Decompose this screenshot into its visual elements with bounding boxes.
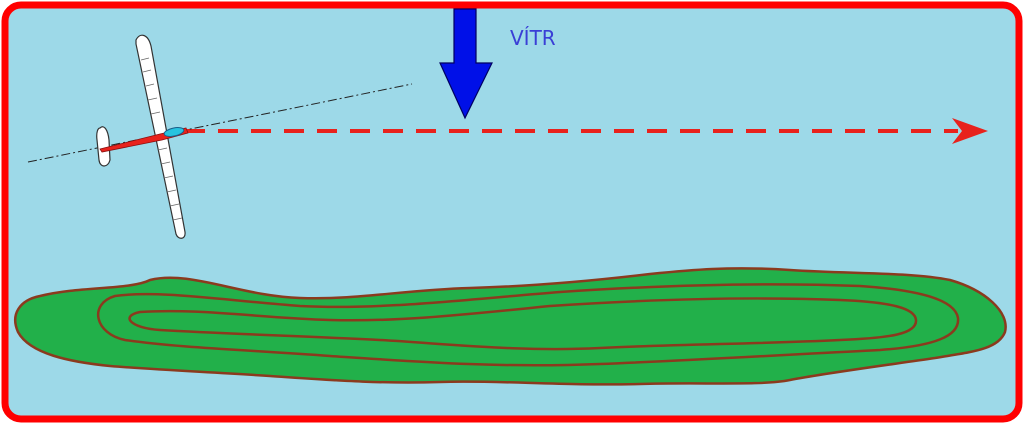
wind-label: VÍTR (510, 26, 556, 50)
wing-ribs (140, 57, 183, 221)
glider-canopy (163, 127, 185, 137)
glider-icon (27, 34, 413, 239)
contour-line-middle (128, 297, 918, 351)
flight-path-arrowhead (952, 118, 988, 144)
glider-axis-line (27, 83, 413, 163)
glider-tail (96, 126, 111, 167)
ridge-hill (14, 267, 1007, 386)
down-arrow-icon (439, 8, 493, 120)
contour-line-outer (96, 283, 960, 367)
wind-indicator: VÍTR (439, 8, 556, 120)
flight-path-arrow (185, 118, 988, 144)
